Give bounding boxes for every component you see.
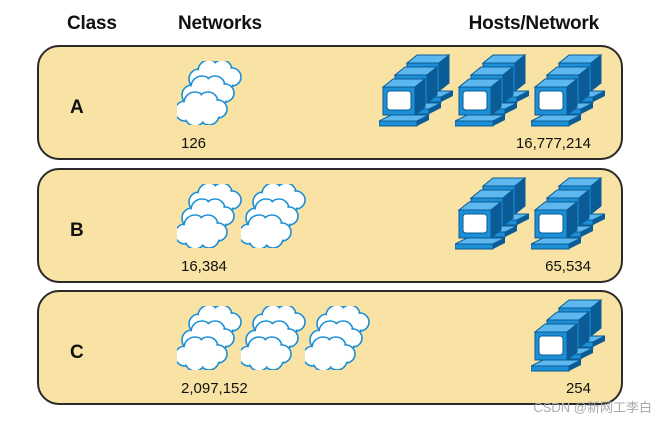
network-count: 126: [181, 135, 207, 152]
cloud-stack-icon: [177, 306, 243, 370]
computer-stack-icon: [455, 176, 531, 254]
cloud-stack-icon: [305, 306, 371, 370]
computer-stack-icon: [531, 298, 607, 376]
row-class-c: C 2,097,152 254: [37, 290, 623, 405]
computer-stack-icon: [455, 53, 531, 131]
host-count: 16,777,214: [515, 135, 591, 152]
header-networks: Networks: [178, 13, 262, 34]
network-count: 16,384: [181, 258, 227, 275]
computer-stack-icon: [531, 176, 607, 254]
computer-stack-icon: [379, 53, 455, 131]
cloud-stack-icon: [241, 184, 307, 248]
cloud-stack-icon: [177, 61, 243, 125]
host-count: 65,534: [545, 258, 591, 275]
class-label: A: [70, 97, 84, 118]
class-label: C: [70, 342, 84, 363]
host-count: 254: [565, 380, 591, 397]
cloud-stack-icon: [177, 184, 243, 248]
watermark: CSDN @新网工李白: [533, 400, 652, 415]
header-hosts-per-network: Hosts/Network: [468, 13, 600, 34]
host-icons: [455, 176, 607, 254]
network-count: 2,097,152: [181, 380, 248, 397]
host-icons: [531, 298, 607, 376]
host-icons: [379, 53, 607, 131]
row-class-a: A 126 16,777,214: [37, 45, 623, 160]
cloud-stack-icon: [241, 306, 307, 370]
row-class-b: B 16,384 65,534: [37, 168, 623, 283]
class-label: B: [70, 220, 84, 241]
computer-stack-icon: [531, 53, 607, 131]
header-class: Class: [67, 13, 117, 34]
